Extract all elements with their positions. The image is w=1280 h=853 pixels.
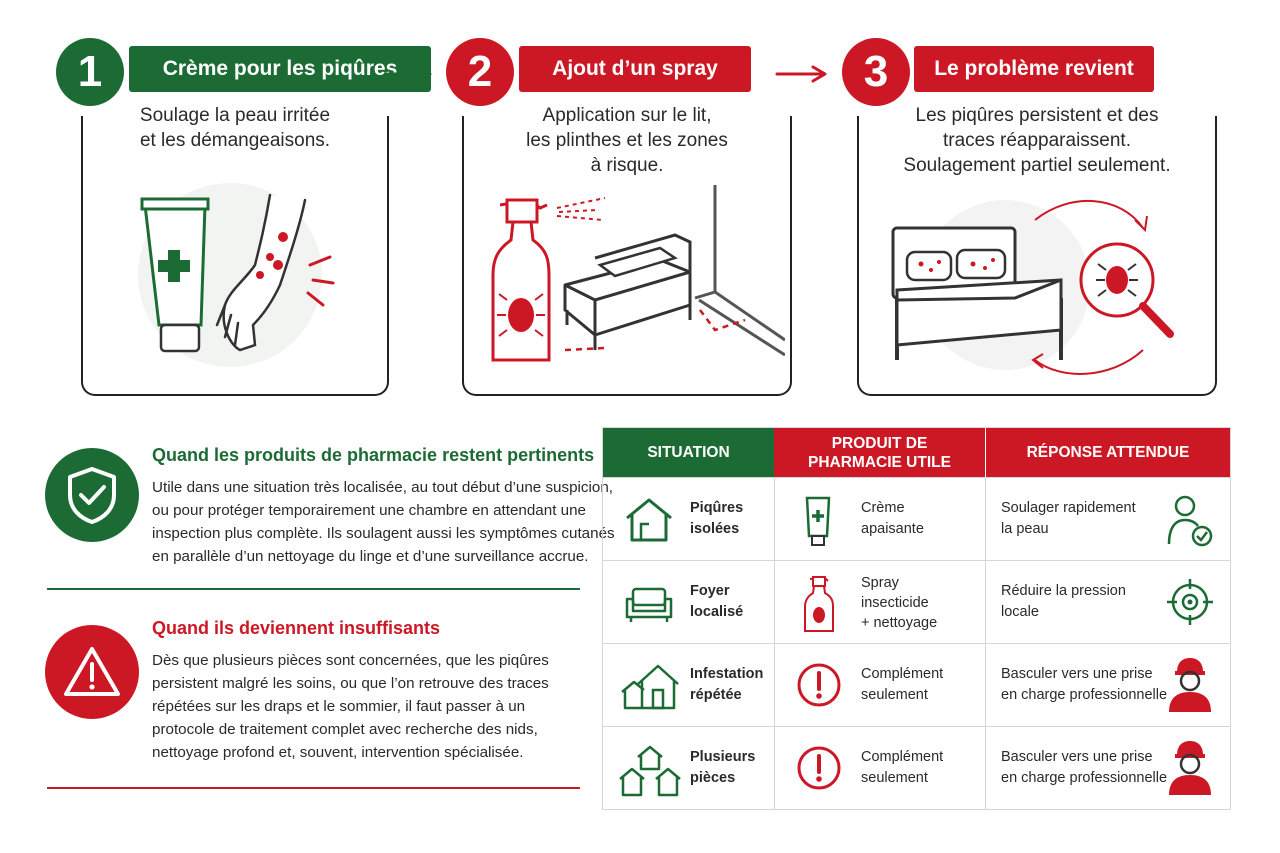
reponse-line-2: en charge professionnelle <box>1001 687 1168 703</box>
step-3-description-line-2: traces réapparaissent. <box>943 130 1131 151</box>
step-3-description-line-3: Soulagement partiel seulement. <box>903 155 1171 176</box>
situation-line-1: Foyer <box>690 583 730 599</box>
produit-line-2: insecticide <box>861 595 929 611</box>
pertinent-panel-line-3: inspection plus complète. Ils soulagent … <box>152 525 615 542</box>
situation-line-1: Plusieurs <box>690 749 756 765</box>
spray-bottle-icon <box>804 575 834 632</box>
house-icon <box>626 498 672 542</box>
technician-icon <box>1169 658 1211 712</box>
produit-line-1: Spray <box>861 575 899 591</box>
header-separator <box>985 428 986 477</box>
step-1-description-line-2: et les démangeaisons. <box>139 130 331 151</box>
reponse-line-1: Basculer vers une prise <box>1001 666 1153 682</box>
red-divider <box>47 787 580 789</box>
step-2-number: 2 <box>446 38 514 106</box>
pertinent-panel-line-2: ou pour protéger temporairement une cham… <box>152 502 586 519</box>
technician-icon <box>1169 741 1211 795</box>
produit-line-3: + nettoyage <box>861 615 938 631</box>
spray-and-bed-illustration <box>491 185 785 362</box>
insuffisant-panel-line-3: répétées sur les draps et le sommier, il… <box>152 698 526 715</box>
produit-line-2: seulement <box>861 687 928 703</box>
step-2-description-line-2: les plinthes et les zones <box>526 130 728 151</box>
table-row: Foyer localisé Spray insecticide + netto… <box>603 560 1230 643</box>
step-3-number: 3 <box>842 38 910 106</box>
step-2-title: Ajout d’un spray <box>519 46 751 92</box>
header-reponse: RÉPONSE ATTENDUE <box>986 428 1230 477</box>
situation-line-2: répétée <box>690 687 742 703</box>
insuffisant-panel-line-1: Dès que plusieurs pièces sont concernées… <box>152 652 549 669</box>
situation-line-1: Piqûres <box>690 500 744 516</box>
step-1-frame <box>81 116 389 396</box>
step-3-title: Le problème revient <box>914 46 1154 92</box>
reponse-line-1: Réduire la pression <box>1001 583 1126 599</box>
produit-line-2: seulement <box>861 770 928 786</box>
produit-line-1: Crème <box>861 500 905 516</box>
cream-tube-icon <box>805 496 831 546</box>
reponse-line-1: Basculer vers une prise <box>1001 749 1153 765</box>
step-3: 3 Le problème revient Les piqûres persis… <box>842 38 1222 398</box>
green-divider <box>47 588 580 590</box>
houses-icon <box>621 664 679 710</box>
reponse-line-2: en charge professionnelle <box>1001 770 1168 786</box>
reponse-line-1: Soulager rapidement <box>1001 500 1136 516</box>
reponse-line-2: la peau <box>1001 521 1049 537</box>
comparison-table: SITUATION PRODUIT DE PHARMACIE UTILE RÉP… <box>602 427 1231 810</box>
insuffisant-panel-line-2: persistent malgré les soins, ou que l’on… <box>152 675 549 692</box>
step-2-frame <box>462 116 792 396</box>
sofa-icon <box>625 587 673 622</box>
step-2: 2 Ajout d’un spray Application sur le li… <box>446 38 792 398</box>
alert-circle-icon <box>797 663 841 707</box>
step-3-frame <box>857 116 1217 396</box>
header-produit-line-2: PHARMACIE UTILE <box>808 453 951 471</box>
target-icon <box>1167 579 1213 625</box>
produit-line-2: apaisante <box>861 521 924 537</box>
person-check-icon <box>1167 495 1213 547</box>
step-1: 1 Crème pour les piqûres Soulage la peau… <box>56 38 431 398</box>
multiple-houses-icon <box>619 745 681 797</box>
situation-line-1: Infestation <box>690 666 764 682</box>
situation-line-2: isolées <box>690 521 740 537</box>
step-2-description-line-1: Application sur le lit, <box>542 105 712 126</box>
situation-line-2: pièces <box>690 770 736 786</box>
situation-line-2: localisé <box>690 604 744 620</box>
bed-and-magnifier-illustration <box>891 200 1174 375</box>
insuffisant-panel-title: Quand ils deviennent insuffisants <box>152 618 441 638</box>
step-1-title: Crème pour les piqûres <box>129 46 431 92</box>
step-1-number: 1 <box>56 38 124 106</box>
arrow-step-2-to-3 <box>775 65 827 83</box>
arrow-step-1-to-2 <box>386 65 432 83</box>
header-produit-line-1: PRODUIT DE <box>831 434 928 452</box>
step-1-description-line-1: Soulage la peau irritée <box>139 105 331 126</box>
pertinent-panel-line-4: en parallèle d’un nettoyage du linge et … <box>152 548 589 565</box>
step-3-description-line-1: Les piqûres persistent et des <box>915 105 1159 126</box>
produit-line-1: Complément <box>861 666 944 682</box>
insuffisant-panel-line-4: protocole de traitement complet avec rec… <box>152 721 538 738</box>
pertinent-panel-title: Quand les produits de pharmacie restent … <box>152 445 595 465</box>
reponse-line-2: locale <box>1001 604 1039 620</box>
table-row: Plusieurs pièces Complément seulement Ba… <box>603 726 1230 809</box>
header-produit: PRODUIT DE PHARMACIE UTILE <box>774 428 985 477</box>
alert-circle-icon <box>797 746 841 790</box>
warning-triangle-icon <box>45 625 139 719</box>
table-row: Infestation répétée Complément seulement… <box>603 643 1230 726</box>
shield-check-icon <box>45 448 139 542</box>
pertinent-panel-line-1: Utile dans une situation très localisée,… <box>152 479 613 496</box>
insuffisant-panel-line-5: nettoyage profond et, souvent, intervent… <box>152 744 524 761</box>
table-row: Piqûres isolées Crème apaisante Soulager… <box>603 477 1230 560</box>
produit-line-1: Complément <box>861 749 944 765</box>
header-situation: SITUATION <box>603 428 774 477</box>
cream-and-arm-illustration <box>138 183 335 367</box>
step-2-description-line-3: à risque. <box>590 155 664 176</box>
